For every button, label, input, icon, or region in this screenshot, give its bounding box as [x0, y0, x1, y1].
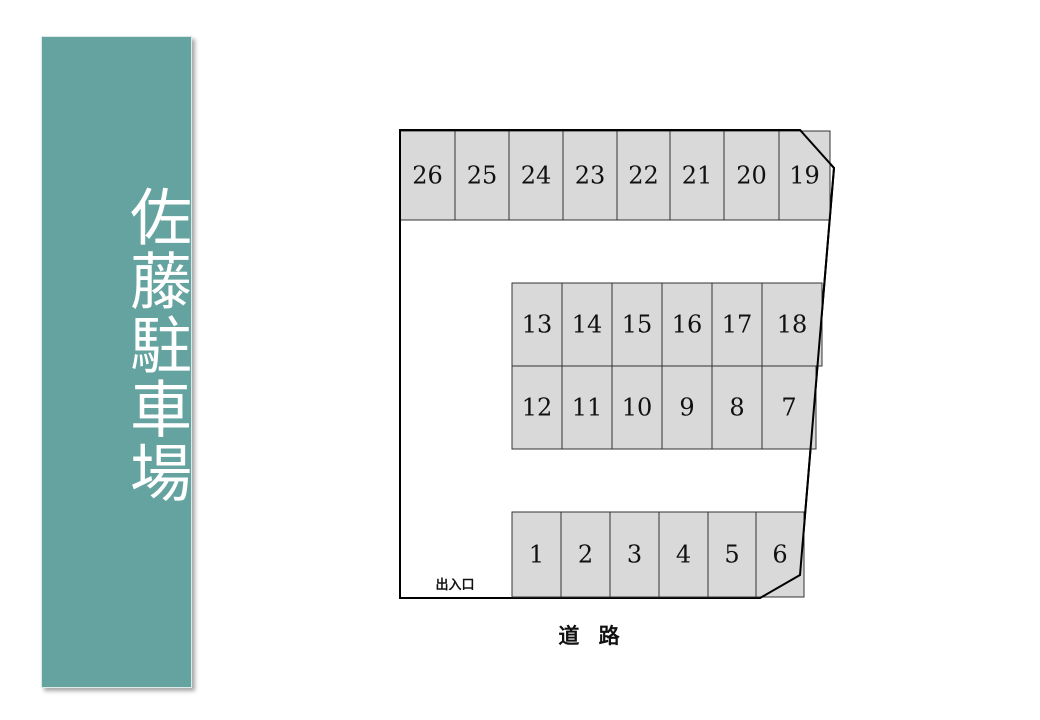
parking-space-24 [508, 130, 564, 221]
parking-space-number: 7 [781, 394, 796, 422]
parking-space-5 [707, 511, 757, 598]
parking-space-17 [711, 282, 763, 367]
road-label: 道 路 [558, 623, 625, 648]
parking-space-3 [609, 511, 660, 598]
parking-space-number: 14 [572, 311, 603, 339]
parking-space-20 [723, 130, 780, 221]
parking-space-number: 9 [679, 394, 694, 422]
row-bottom: 1 2 3 4 5 6 [511, 511, 805, 598]
parking-space-9 [661, 365, 713, 450]
parking-space-number: 1 [529, 541, 544, 569]
parking-space-number: 22 [628, 162, 659, 190]
parking-space-16 [661, 282, 713, 367]
parking-space-number: 10 [622, 394, 653, 422]
parking-space-number: 5 [724, 541, 739, 569]
parking-space-11 [561, 365, 613, 450]
parking-space-6 [755, 511, 805, 598]
parking-space-number: 6 [772, 541, 787, 569]
parking-space-1 [511, 511, 562, 598]
parking-space-19 [778, 130, 831, 221]
parking-space-number: 21 [682, 162, 713, 190]
row-top: 26 25 24 23 22 21 20 19 [399, 130, 831, 221]
parking-space-13 [511, 282, 563, 367]
parking-space-number: 17 [722, 311, 753, 339]
parking-space-number: 26 [412, 162, 443, 190]
parking-space-14 [561, 282, 613, 367]
parking-space-number: 13 [522, 311, 553, 339]
title-panel: 佐藤駐車場 [41, 36, 192, 688]
parking-space-number: 12 [522, 394, 553, 422]
entrance-label: 出入口 [435, 577, 474, 593]
parking-space-22 [616, 130, 671, 221]
parking-space-number: 4 [676, 541, 691, 569]
parking-space-10 [611, 365, 663, 450]
parking-space-number: 3 [627, 541, 642, 569]
parking-space-number: 24 [521, 162, 552, 190]
row-middle-lower: 12 11 10 9 8 7 [511, 365, 817, 450]
parking-space-15 [611, 282, 663, 367]
parking-space-number: 19 [789, 162, 820, 190]
parking-space-12 [511, 365, 563, 450]
lot-top-edge [399, 129, 836, 599]
parking-space-number: 2 [578, 541, 593, 569]
parking-space-18 [761, 282, 823, 367]
parking-space-number: 11 [572, 394, 603, 422]
parking-space-8 [711, 365, 763, 450]
parking-space-number: 25 [467, 162, 498, 190]
parking-space-number: 16 [672, 311, 703, 339]
parking-space-number: 20 [736, 162, 767, 190]
row-middle-upper: 13 14 15 16 17 18 [511, 282, 823, 367]
parking-lot-title: 佐藤駐車場 [119, 185, 192, 505]
parking-space-7 [761, 365, 817, 450]
parking-space-number: 8 [729, 394, 744, 422]
parking-space-4 [658, 511, 709, 598]
parking-space-21 [669, 130, 725, 221]
parking-space-23 [562, 130, 618, 221]
parking-space-number: 15 [622, 311, 653, 339]
parking-space-number: 23 [575, 162, 606, 190]
parking-space-25 [454, 130, 510, 221]
parking-space-number: 18 [777, 311, 808, 339]
